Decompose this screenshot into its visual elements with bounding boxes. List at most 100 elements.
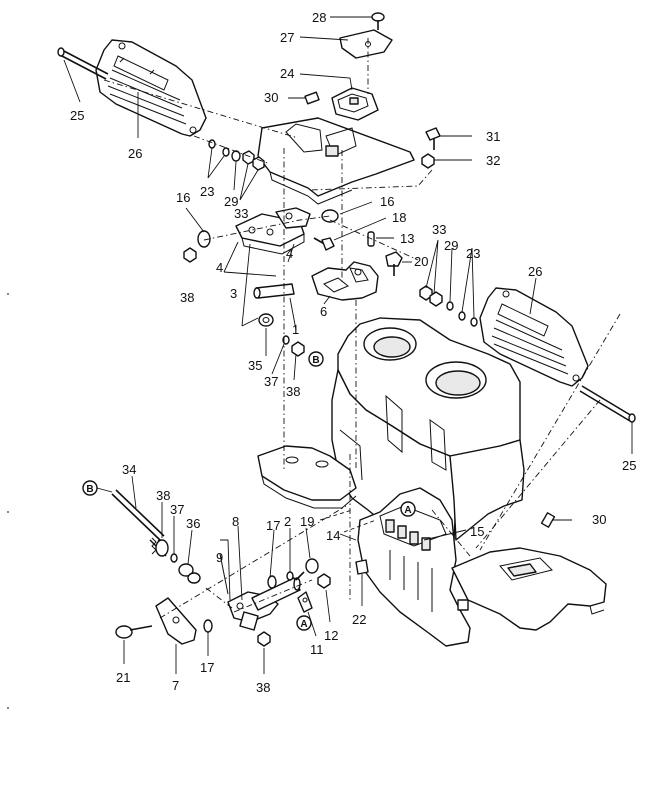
- callout-26-left: 26: [128, 146, 142, 161]
- callout-15: 15: [470, 524, 484, 539]
- callout-35: 35: [248, 358, 262, 373]
- washer-37-top: [282, 335, 290, 345]
- left-pivot-pin: [57, 47, 109, 80]
- ring-16-right: [321, 209, 339, 223]
- callout-22: 22: [352, 612, 366, 627]
- assembly-centerlines: [103, 38, 621, 619]
- main-housing: [257, 317, 607, 647]
- callout-23-left: 23: [200, 184, 214, 199]
- callout-38-center: 38: [286, 384, 300, 399]
- callout-20: 20: [414, 254, 428, 269]
- shaft-17-upper: [251, 577, 301, 611]
- callout-33-right: 33: [432, 222, 446, 237]
- stud-22: [355, 559, 369, 575]
- callout-29-left: 29: [224, 194, 238, 209]
- right-pivot-pin: [579, 385, 636, 423]
- stud-18: [313, 237, 335, 251]
- callout-4-right: 4: [286, 246, 293, 261]
- callout-25-right: 25: [622, 458, 636, 473]
- washer-37-bottom: [170, 553, 178, 563]
- callout-29-right: 29: [444, 238, 458, 253]
- callout-17-upper: 17: [266, 518, 280, 533]
- callout-37-bottom: 37: [170, 502, 184, 517]
- bolt-19: [295, 558, 319, 581]
- callout-16-left: 16: [176, 190, 190, 205]
- callout-8: 8: [232, 514, 239, 529]
- screw-28: [371, 12, 385, 30]
- rod-34: [111, 489, 165, 541]
- nut-35: [258, 313, 274, 327]
- reference-marker-a-upper: A: [400, 501, 416, 517]
- reference-marker-a-lower-label: A: [300, 619, 307, 630]
- nut-38-center: [291, 341, 305, 357]
- nut-32: [421, 153, 435, 169]
- reference-marker-b-upper: B: [308, 351, 324, 367]
- bushing-36: [178, 563, 201, 584]
- ring-17-bottom: [203, 619, 213, 633]
- bolt-31: [425, 127, 441, 150]
- bolt-21: [115, 625, 153, 639]
- clevis-11: [297, 591, 313, 613]
- callout-23-right: 23: [466, 246, 480, 261]
- spring-38: [149, 537, 169, 557]
- bolt-20: [385, 251, 403, 276]
- callout-14: 14: [326, 528, 340, 543]
- reference-marker-b-lower: B: [82, 480, 113, 496]
- callout-24: 24: [280, 66, 294, 81]
- callout-38-left: 38: [180, 290, 194, 305]
- callout-9: 9: [216, 550, 223, 565]
- callout-36: 36: [186, 516, 200, 531]
- callout-11: 11: [310, 642, 324, 657]
- callout-2: 2: [284, 514, 291, 529]
- callout-labels: 28 27 24 30 25 26 31 32 23 29 33 16 16 1…: [70, 10, 636, 695]
- callout-34: 34: [122, 462, 136, 477]
- knob-housing-24: [331, 87, 379, 121]
- callout-6: 6: [320, 304, 327, 319]
- callout-26-right: 26: [528, 264, 542, 279]
- pin-9: [219, 553, 229, 595]
- callout-28: 28: [312, 10, 326, 25]
- callout-leaders: [63, 16, 633, 674]
- callout-16-right: 16: [380, 194, 394, 209]
- ring-17-upper: [267, 575, 277, 589]
- ring-2: [286, 571, 294, 581]
- left-step-plate: [95, 39, 207, 137]
- callout-33-left: 33: [234, 206, 248, 221]
- callout-12: 12: [324, 628, 338, 643]
- top-plate-27: [339, 29, 393, 59]
- callout-17-bottom: 17: [200, 660, 214, 675]
- callout-18: 18: [392, 210, 406, 225]
- nut-38-left: [183, 247, 197, 263]
- top-cover-plate: [257, 117, 415, 205]
- lever-block-6: [311, 261, 379, 301]
- bracket-7: [155, 597, 197, 645]
- right-step-plate: [479, 287, 589, 387]
- callout-31: 31: [486, 129, 500, 144]
- callout-3: 3: [230, 286, 237, 301]
- callout-19: 19: [300, 514, 314, 529]
- ring-16-left: [197, 230, 211, 248]
- callout-13: 13: [400, 231, 414, 246]
- reference-marker-b-upper-label: B: [312, 355, 319, 366]
- reference-marker-b-lower-label: B: [86, 484, 93, 495]
- callout-30-bottom: 30: [592, 512, 606, 527]
- callout-25-left: 25: [70, 108, 84, 123]
- callout-30-top: 30: [264, 90, 278, 105]
- reference-marker-a-upper-label: A: [404, 505, 411, 516]
- reference-marker-a-lower: A: [296, 615, 312, 631]
- callout-27: 27: [280, 30, 294, 45]
- nut-38-bottom: [257, 631, 271, 647]
- shaft-1: [253, 283, 295, 299]
- nut-12: [317, 573, 331, 589]
- callout-38-spring: 38: [156, 488, 170, 503]
- pin-30-top: [304, 91, 320, 105]
- callout-32: 32: [486, 153, 500, 168]
- callout-4-left: 4: [216, 260, 223, 275]
- callout-38-bottom: 38: [256, 680, 270, 695]
- callout-1: 1: [292, 322, 299, 337]
- callout-37-top: 37: [264, 374, 278, 389]
- pin-30-bottom: [540, 512, 556, 528]
- scan-marks: [7, 293, 9, 709]
